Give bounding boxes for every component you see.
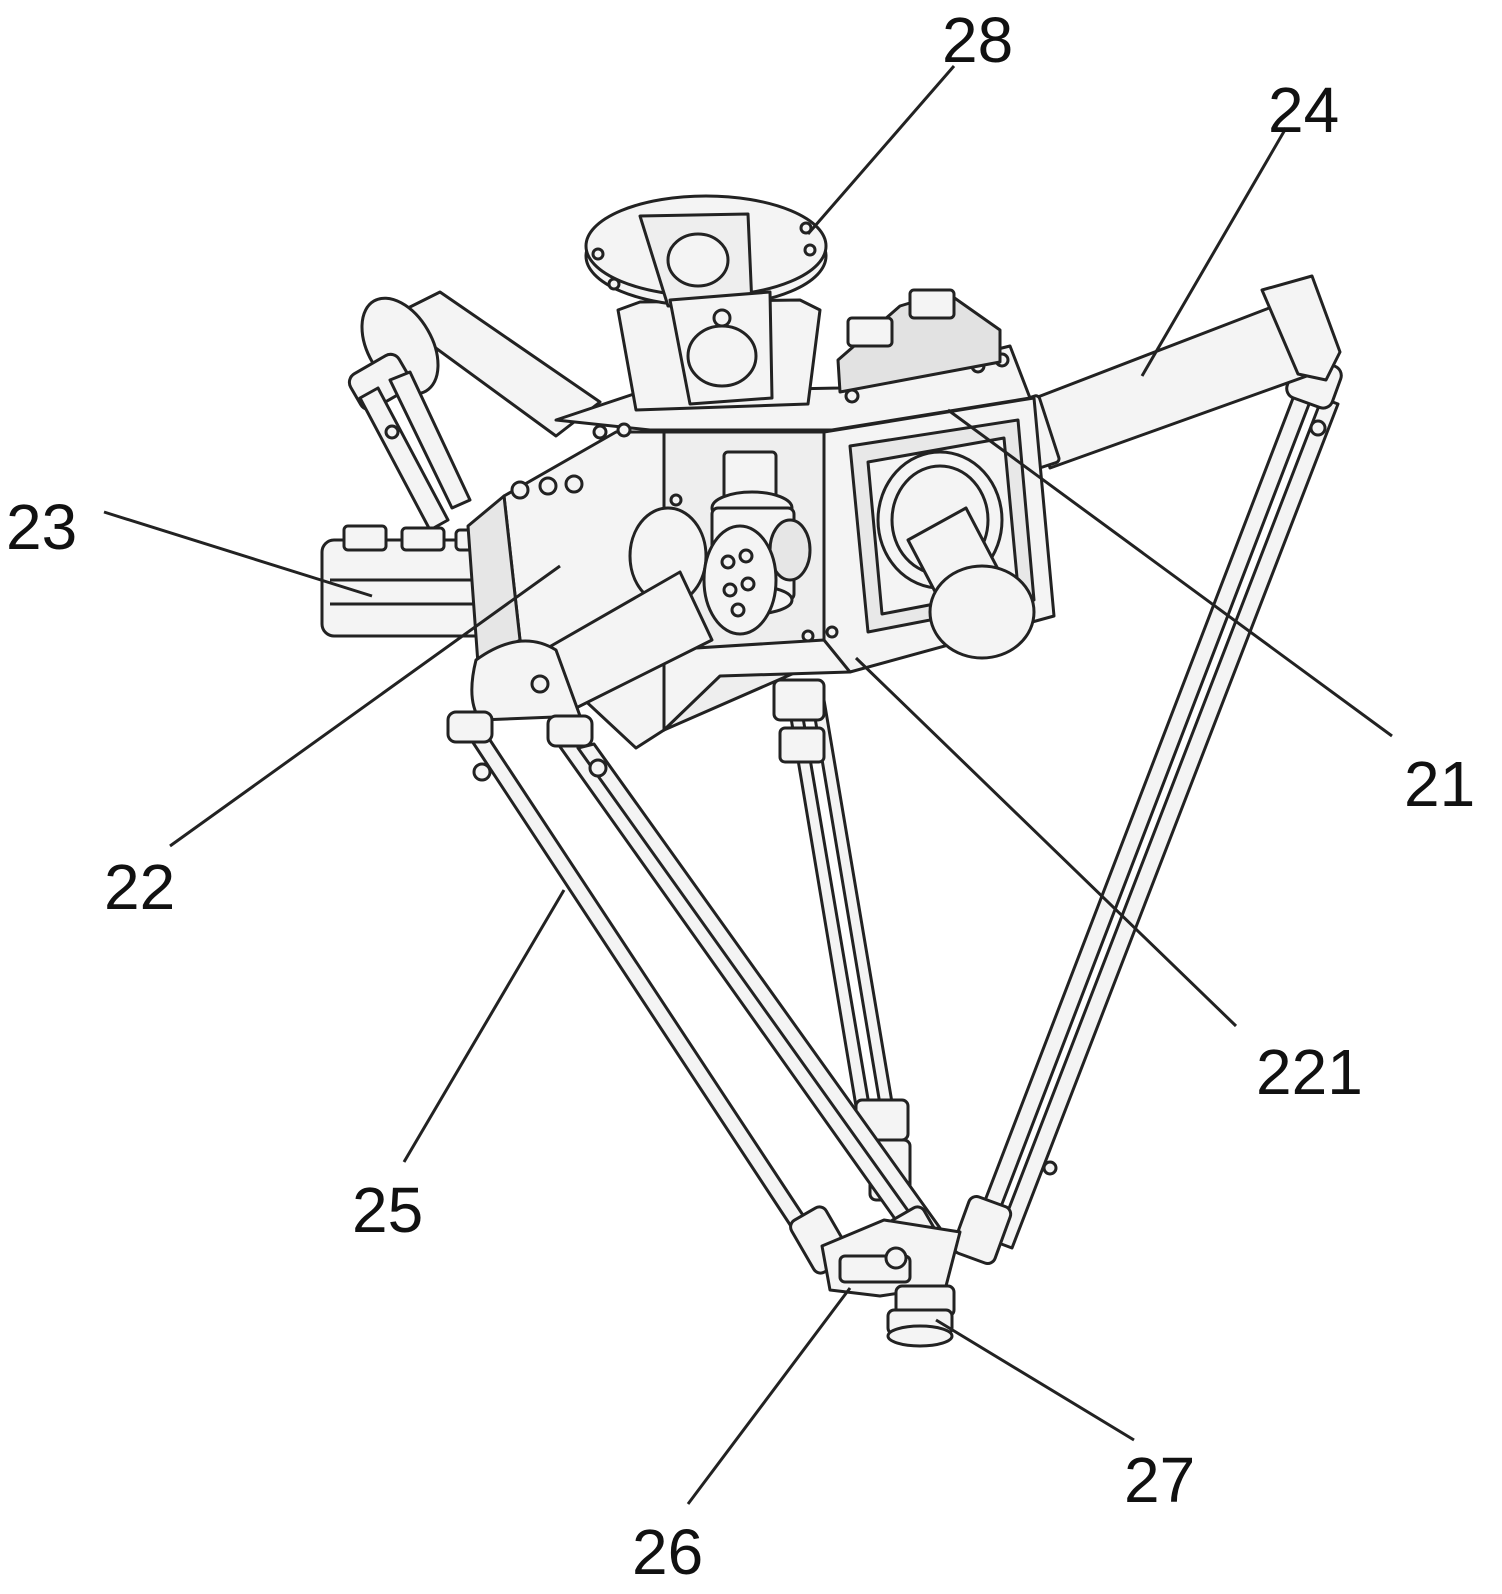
reference-label-22: 22 (104, 855, 175, 919)
reference-label-26: 26 (632, 1520, 703, 1584)
reference-label-23: 23 (6, 495, 77, 559)
reference-label-21: 21 (1404, 752, 1475, 816)
left-parallel-arm (470, 734, 950, 1276)
reference-label-24: 24 (1268, 78, 1339, 142)
reference-label-28: 28 (942, 8, 1013, 72)
end-effector-27 (888, 1286, 954, 1346)
top-mount-28 (586, 196, 826, 410)
reference-label-25: 25 (352, 1178, 423, 1242)
reference-label-27: 27 (1124, 1448, 1195, 1512)
reference-label-221: 221 (1256, 1040, 1363, 1104)
